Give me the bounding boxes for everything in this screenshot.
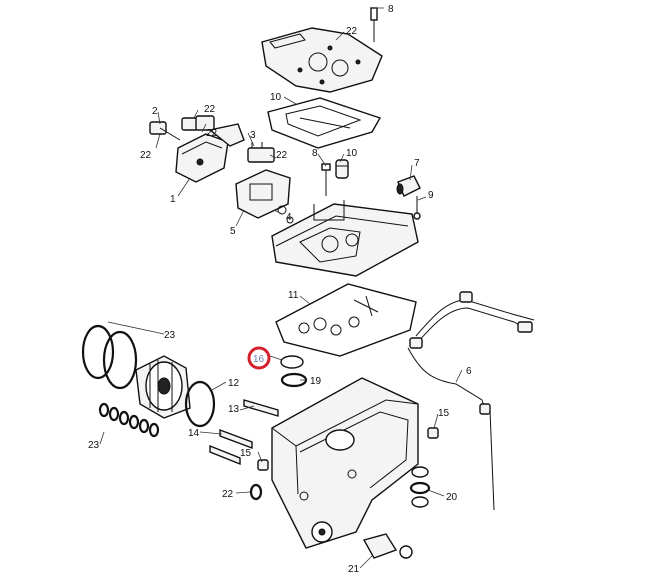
callout-11[interactable]: 10 [270, 92, 282, 103]
part-11-gasket [267, 97, 382, 149]
callout-8-top[interactable]: 8 [388, 4, 394, 15]
callout-22-a[interactable]: 22 [204, 104, 216, 115]
callout-22-c[interactable]: 22 [140, 150, 152, 161]
callout-13[interactable]: 12 [228, 378, 240, 389]
part-15-plugs [257, 427, 439, 471]
part-9-screw [413, 196, 421, 220]
callout-9[interactable]: 9 [428, 190, 434, 201]
part-pump-assembly [135, 355, 191, 419]
callout-23-bottom[interactable]: 23 [88, 440, 100, 451]
part-16-17-seal [280, 355, 308, 388]
part-20-cover-plate [261, 27, 383, 93]
callout-2[interactable]: 2 [152, 106, 158, 117]
part-18-fittings [409, 466, 431, 508]
callout-17[interactable]: 19 [310, 376, 322, 387]
callout-14-a[interactable]: 13 [228, 404, 240, 415]
part-8-bolt-top [370, 7, 378, 42]
part-6-wiring-harness [407, 291, 535, 511]
callout-16-label: 16 [253, 354, 265, 365]
callout-16-highlighted[interactable]: 16 [247, 346, 283, 370]
callout-22-d[interactable]: 22 [276, 150, 288, 161]
part-19-solenoid [362, 533, 413, 559]
callout-15-a[interactable]: 15 [240, 448, 252, 459]
callout-15-b[interactable]: 15 [438, 408, 450, 419]
part-13-o-ring [184, 380, 216, 428]
callout-10[interactable]: 10 [346, 148, 358, 159]
upper-valve-body [271, 200, 419, 277]
callout-5[interactable]: 5 [230, 226, 236, 237]
callout-labels: 8 22 10 2 22 22 22 3 22 1 5 4 8 10 7 9 1… [88, 4, 472, 575]
callout-12[interactable]: 11 [288, 290, 299, 301]
callout-21[interactable]: 22 [222, 489, 234, 500]
part-14-sleeves [209, 399, 279, 466]
callout-18[interactable]: 20 [446, 492, 458, 503]
part-2-22-connectors [149, 115, 215, 141]
part-12-separator-plate [275, 283, 417, 357]
part-23-o-rings-large [81, 324, 138, 390]
callout-23-top[interactable]: 23 [164, 330, 176, 341]
callout-6[interactable]: 6 [466, 366, 472, 377]
callout-14-b[interactable]: 14 [188, 428, 200, 439]
main-transmission-case [271, 377, 419, 549]
part-5-board [235, 169, 294, 224]
callout-3[interactable]: 3 [250, 130, 256, 141]
leader-lines [99, 7, 463, 569]
part-10-fitting [335, 159, 349, 179]
part-8-bolt-mid [321, 163, 331, 196]
callout-1[interactable]: 1 [170, 194, 176, 205]
callout-7[interactable]: 7 [414, 158, 420, 169]
part-23-o-rings-small [98, 402, 160, 438]
callout-8-mid[interactable]: 8 [312, 148, 318, 159]
callout-4[interactable]: 4 [286, 212, 292, 223]
callout-19[interactable]: 21 [348, 564, 360, 575]
part-3-connector [247, 142, 275, 163]
part-21-ring [249, 483, 263, 501]
part-1-module-housing [175, 123, 245, 183]
callout-22-b[interactable]: 22 [206, 128, 218, 139]
callout-20[interactable]: 22 [346, 26, 358, 37]
part-7-plug [396, 175, 421, 197]
